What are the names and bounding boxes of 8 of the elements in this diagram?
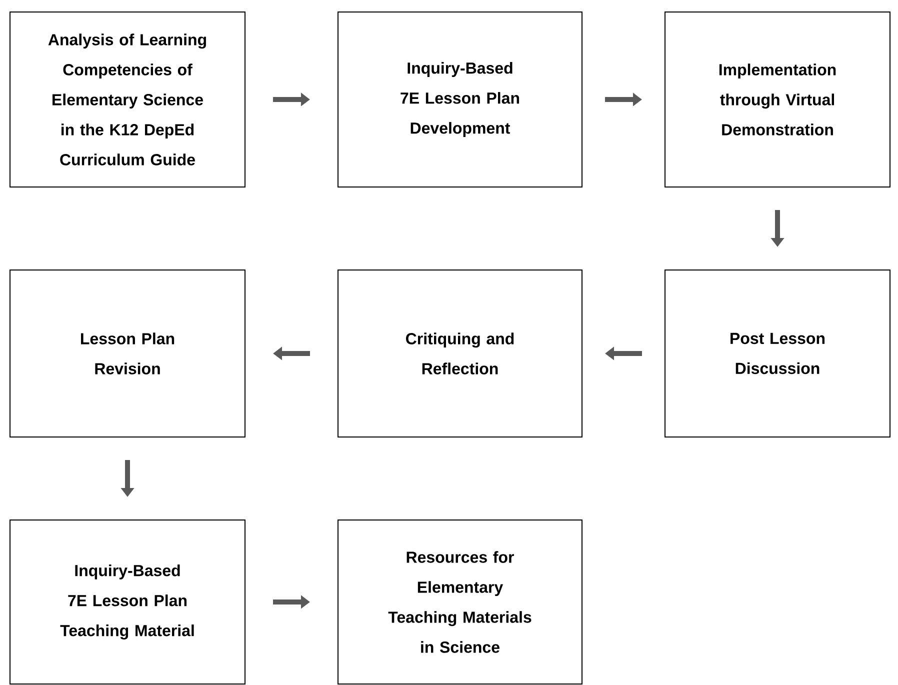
process-box: Implementation through Virtual Demonstration (664, 12, 890, 188)
process-box: Inquiry-Based 7E Lesson Plan Development (338, 12, 582, 188)
process-box: Lesson Plan Revision (10, 269, 246, 438)
process-box: Inquiry-Based 7E Lesson Plan Teaching Material (10, 519, 246, 684)
process-box: Post Lesson Discussion (664, 269, 890, 438)
process-box: Resources for Elementary Teaching Materials in Science (338, 519, 582, 684)
process-box: Critiquing and Reflection (338, 269, 582, 438)
process-box: Analysis of Learning Competencies of Elementary Science in the K12 DepEd Curriculum Guide (10, 12, 246, 188)
